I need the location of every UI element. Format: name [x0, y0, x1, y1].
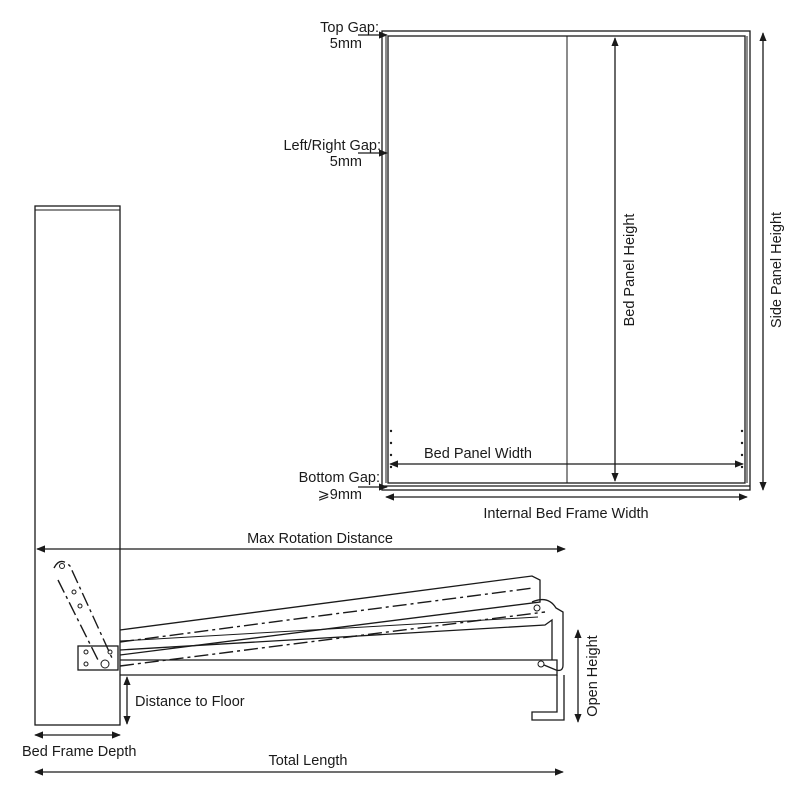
side-view: Max Rotation Distance Open Height Distan…: [22, 205, 601, 776]
top-gap-title: Top Gap:: [320, 20, 379, 36]
bed-frame-depth-label: Bed Frame Depth: [22, 744, 136, 760]
bottom-gap-title: Bottom Gap:: [299, 470, 380, 486]
bed-panel-width-label: Bed Panel Width: [424, 446, 532, 462]
front-view: Bed Panel Height Side Panel Height Bed P…: [283, 20, 785, 522]
bed-panel-rotating: [119, 575, 541, 656]
bed-frame-open: [119, 616, 558, 676]
mechanism-arm-rotated-2: [57, 579, 99, 661]
side-panel-height-label: Side Panel Height: [769, 212, 785, 328]
folding-leg: [531, 598, 565, 721]
open-height-label: Open Height: [585, 635, 601, 716]
leg-pivot-lower: [537, 660, 545, 668]
leg-upper-arm: [531, 598, 564, 672]
max-rotation-label: Max Rotation Distance: [247, 531, 393, 547]
side-gap-title: Left/Right Gap:: [283, 138, 381, 154]
rotation-path: [119, 575, 546, 667]
total-length-label: Total Length: [268, 753, 347, 769]
lift-mechanism: [53, 560, 119, 671]
bed-panel-open: [119, 618, 553, 660]
rotation-dash-lower: [119, 611, 546, 667]
bed-panel-height-label: Bed Panel Height: [622, 214, 638, 327]
mechanism-pivot: [100, 659, 110, 669]
internal-frame-width-label: Internal Bed Frame Width: [483, 506, 648, 522]
bottom-gap-value: ⩾9mm: [318, 487, 362, 503]
mechanism-arm-rotated: [53, 560, 113, 659]
leg-foot: [531, 675, 565, 721]
leg-pivot-upper: [533, 604, 541, 612]
side-gap-value: 5mm: [330, 154, 362, 170]
bed-frame-base: [120, 659, 558, 676]
cabinet-side-panel: [34, 205, 121, 726]
distance-to-floor-label: Distance to Floor: [135, 694, 245, 710]
top-gap-value: 5mm: [330, 36, 362, 52]
mechanism-bracket: [77, 645, 119, 671]
cabinet-outer-frame: [381, 30, 751, 491]
rotation-dash-upper: [119, 587, 534, 643]
